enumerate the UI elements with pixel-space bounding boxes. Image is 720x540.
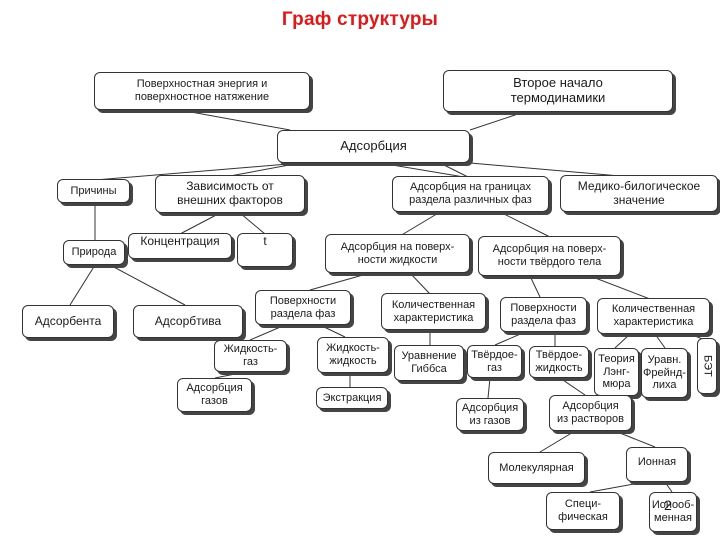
node-liquid-gas: Жидкость- газ xyxy=(214,340,287,372)
node-ion-exchange: Ионооб- менная xyxy=(649,492,697,532)
node-freundlich-eq: Уравн. Фрейнд- лиха xyxy=(641,348,688,398)
node-molecular: Молекулярная xyxy=(488,452,585,484)
node-gas-adsorption-2: Адсорбция из газов xyxy=(456,398,524,431)
node-second-law: Второе начало термодинамики xyxy=(443,70,673,112)
node-temperature: t xyxy=(237,233,293,267)
node-solid-liquid: Твёрдое- жидкость xyxy=(529,346,589,378)
node-quantitative-1: Количественная характеристика xyxy=(381,293,486,330)
node-gas-adsorption-1: Адсорбция газов xyxy=(177,378,252,412)
node-gibbs-equation: Уравнение Гиббса xyxy=(394,345,464,381)
node-surface-energy: Поверхностная энергия и поверхностное на… xyxy=(94,72,310,110)
node-causes: Причины xyxy=(57,179,130,203)
node-solution-adsorption: Адсорбция из растворов xyxy=(549,395,632,431)
node-adsorption-liquid-surface: Адсорбция на поверх- ности жидкости xyxy=(325,234,470,273)
node-adsorbent: Адсорбента xyxy=(22,305,114,338)
node-bet: БЭТ xyxy=(697,338,717,394)
node-extraction: Экстракция xyxy=(316,387,388,409)
node-interfaces-1: Поверхности раздела фаз xyxy=(255,290,351,325)
node-interfaces-2: Поверхности раздела фаз xyxy=(500,297,587,332)
node-adsorption-solid-surface: Адсорбция на поверх- ности твёрдого тела xyxy=(478,236,621,276)
page-number: 2 xyxy=(664,497,672,513)
node-solid-gas: Твёрдое- газ xyxy=(467,345,522,378)
diagram-title: Граф структуры xyxy=(281,9,439,30)
node-ionic: Ионная xyxy=(626,447,688,482)
node-adsorption: Адсорбция xyxy=(277,130,470,163)
node-nature: Природа xyxy=(63,240,125,265)
node-adsorptive: Адсорбтива xyxy=(133,305,243,338)
node-dependence-external: Зависимость от внешних факторов xyxy=(155,175,305,213)
node-concentration: Концентрация xyxy=(128,233,232,259)
node-medico-biological: Медико-билогическое значение xyxy=(560,175,718,212)
node-langmuir-theory: Теория Лэнг- мюра xyxy=(594,348,639,396)
node-adsorption-phase-boundaries: Адсорбция на границах раздела различных … xyxy=(392,176,549,212)
node-specific: Специ- фическая xyxy=(546,492,620,530)
node-quantitative-2: Количественная характеристика xyxy=(597,298,710,334)
node-liquid-liquid: Жидкость- жидкость xyxy=(317,337,389,373)
